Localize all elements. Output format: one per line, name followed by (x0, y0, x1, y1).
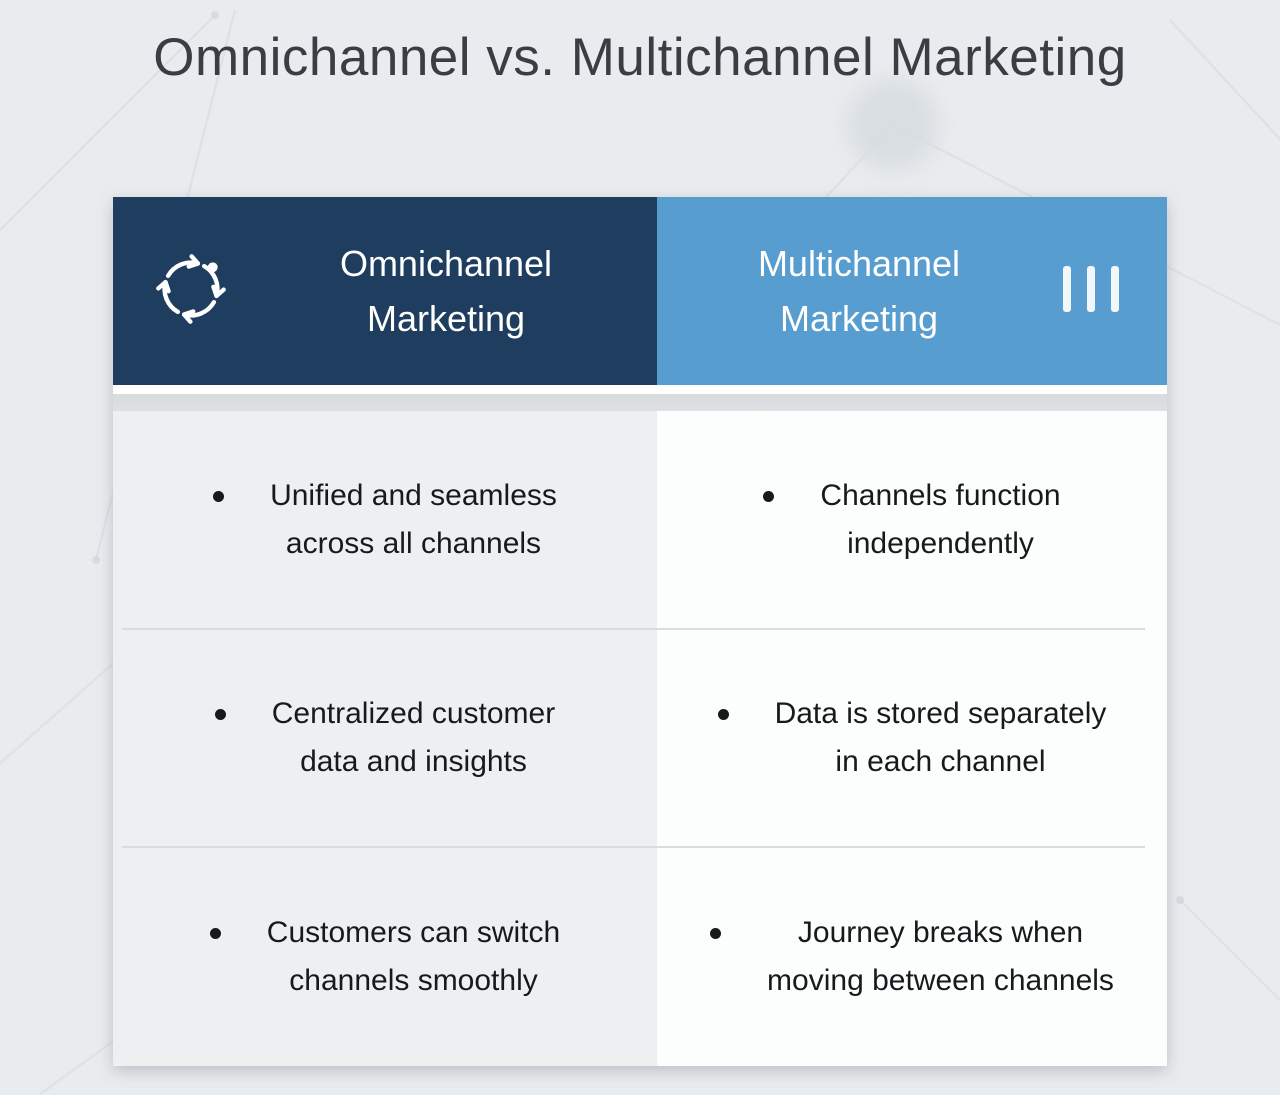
cell-text: Centralized customer data and insights (272, 690, 555, 786)
bullet-dot (213, 491, 225, 503)
cell-text: Channels function independently (820, 472, 1060, 568)
column-multichannel: Channels function independently Data is … (657, 411, 1167, 1066)
cell-text: Unified and seamless across all channels (270, 472, 557, 568)
header-label-line: Omnichannel (339, 243, 553, 284)
cell-text-line: moving between channels (767, 963, 1114, 997)
table-cell: Journey breaks when moving between chann… (657, 848, 1167, 1066)
bullet-dot (710, 927, 722, 939)
table-cell: Channels function independently (657, 411, 1167, 629)
cell-text-line: Channels function (820, 479, 1061, 513)
cell-text: Journey breaks when moving between chann… (767, 909, 1114, 1005)
three-bars-icon (1061, 261, 1123, 322)
cell-text-line: data and insights (300, 745, 527, 779)
header-cell-multichannel: Multichannel Marketing (657, 197, 1167, 385)
header-label-multichannel: Multichannel Marketing (657, 236, 1061, 346)
table-cell: Customers can switch channels smoothly (113, 848, 657, 1066)
table-body: Unified and seamless across all channels… (113, 411, 1167, 1066)
cell-text-line: in each channel (835, 745, 1046, 779)
cell-text-line: Data is stored separately (774, 697, 1107, 731)
header-gap-strip (113, 385, 1167, 394)
cell-text-line: across all channels (285, 527, 542, 561)
cycle-arrows-icon (147, 245, 235, 338)
table-cell: Centralized customer data and insights (113, 629, 657, 847)
header-cell-omnichannel: Omnichannel Marketing (113, 197, 657, 385)
page-title: Omnichannel vs. Multichannel Marketing (153, 28, 1127, 87)
table-cell: Data is stored separately in each channe… (657, 629, 1167, 847)
cell-text: Data is stored separately in each channe… (775, 690, 1107, 786)
bullet-dot (717, 709, 729, 721)
cell-text-line: independently (847, 527, 1034, 561)
row-divider (122, 846, 1145, 848)
table-cell: Unified and seamless across all channels (113, 411, 657, 629)
comparison-card: Omnichannel Marketing Multichannel Marke… (113, 197, 1167, 1066)
header-shadow-strip (113, 394, 1167, 411)
bullet-dot (214, 709, 226, 721)
cell-text: Customers can switch channels smoothly (267, 909, 560, 1005)
header-label-line: Multichannel (757, 243, 961, 284)
table-header: Omnichannel Marketing Multichannel Marke… (113, 197, 1167, 385)
cell-text-line: Customers can switch (266, 915, 561, 949)
bullet-dot (209, 927, 221, 939)
bullet-dot (763, 491, 775, 503)
column-omnichannel: Unified and seamless across all channels… (113, 411, 657, 1066)
cell-text-line: Journey breaks when (797, 915, 1084, 949)
cell-text-line: Centralized customer (271, 697, 556, 731)
header-label-omnichannel: Omnichannel Marketing (235, 236, 657, 346)
cell-text-line: channels smoothly (289, 963, 538, 997)
header-label-line: Marketing (366, 298, 526, 339)
cell-text-line: Unified and seamless (270, 479, 557, 513)
header-label-line: Marketing (779, 298, 939, 339)
row-divider (122, 628, 1145, 630)
